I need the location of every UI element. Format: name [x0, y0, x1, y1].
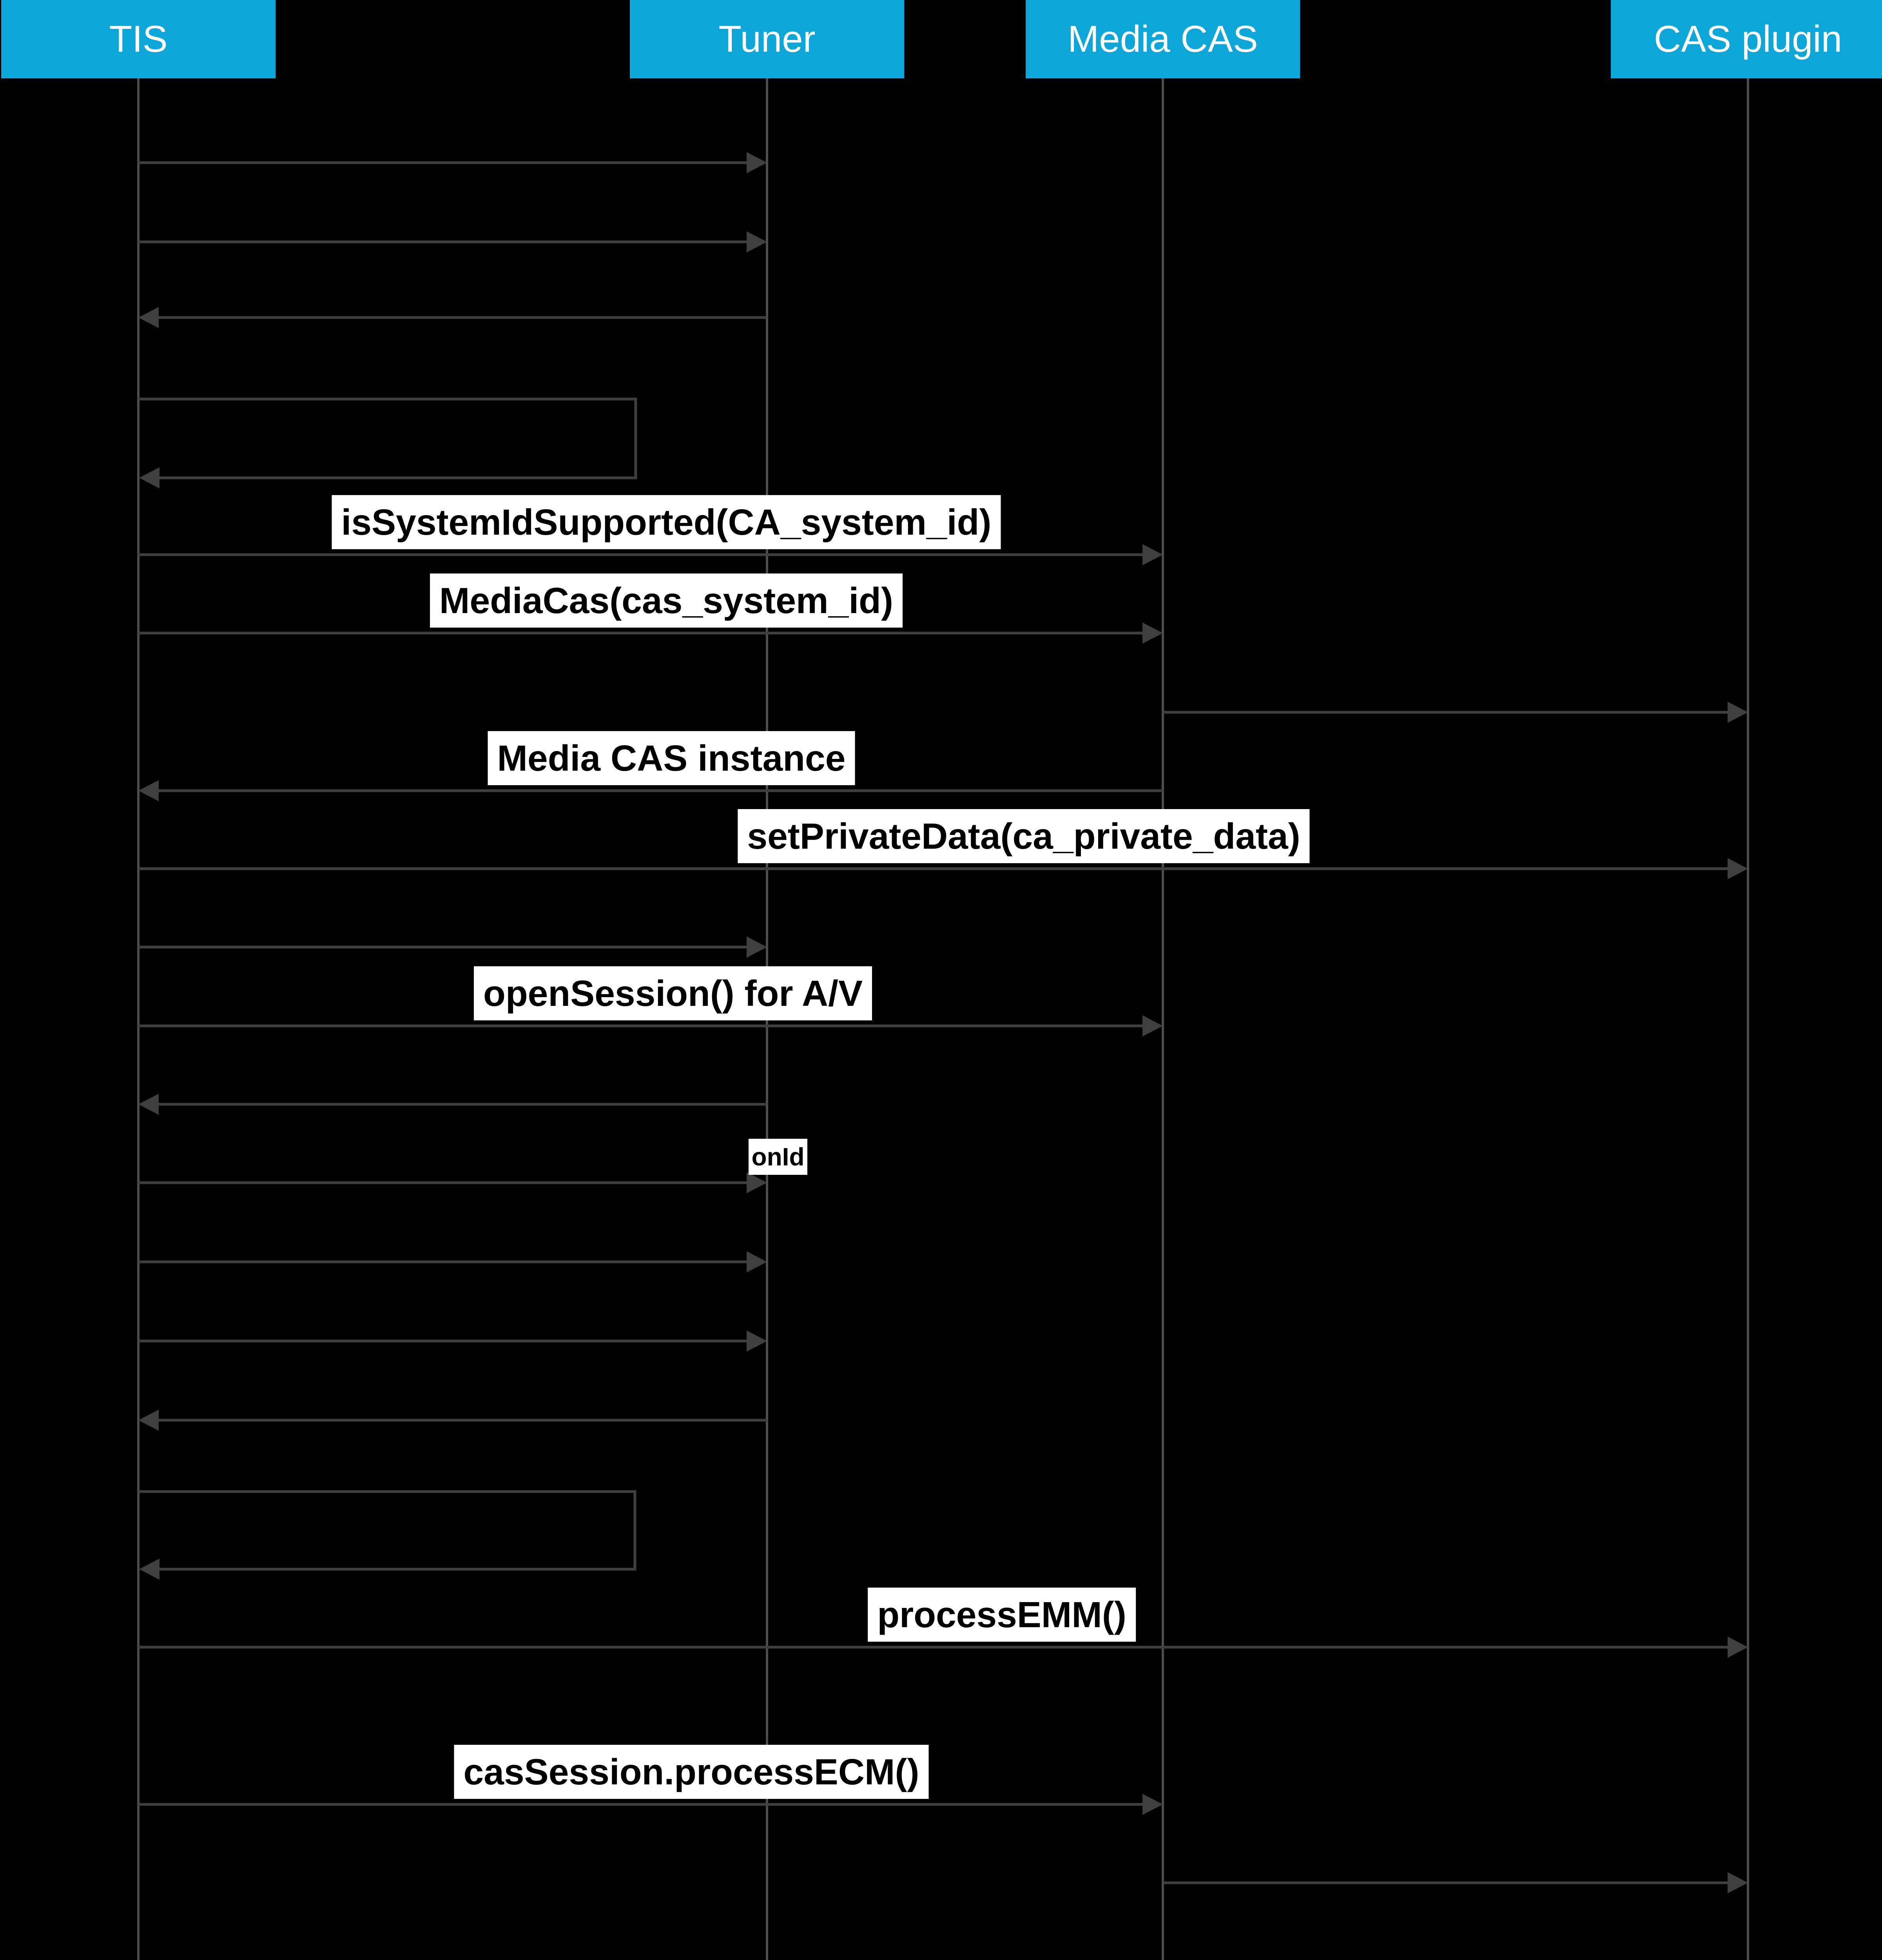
message-label: casSession.processECM(): [454, 1745, 929, 1799]
message-arrowhead-1: [747, 231, 767, 252]
message-label: processEMM(): [868, 1588, 1136, 1642]
message-arrowhead-4: [1142, 622, 1163, 644]
message-arrowhead-11: [747, 1172, 767, 1193]
lifeline-header-top-0: TIS: [1, 0, 276, 78]
message-arrowhead-5: [1728, 702, 1748, 723]
message-label: Media CAS instance: [488, 731, 855, 785]
self-message-arrow-1: [138, 1490, 636, 1571]
message-arrowhead-14: [138, 1410, 159, 1431]
message-label: MediaCas(cas_system_id): [430, 573, 903, 628]
self-message-arrowhead-0: [139, 467, 160, 488]
message-arrowhead-16: [1142, 1794, 1163, 1815]
message-label: setPrivateData(ca_private_data): [738, 809, 1310, 863]
lifeline-header-top-2: Media CAS: [1026, 0, 1300, 78]
message-arrowhead-13: [747, 1330, 767, 1352]
message-arrowhead-10: [138, 1094, 159, 1115]
lifeline-header-top-1: Tuner: [630, 0, 904, 78]
message-label: openSession() for A/V: [474, 966, 872, 1020]
floating-label-fragment: onId: [749, 1139, 807, 1175]
message-arrowhead-2: [138, 307, 159, 328]
message-arrowhead-17: [1728, 1872, 1748, 1893]
message-arrowhead-9: [1142, 1015, 1163, 1036]
self-message-arrow-0: [138, 397, 637, 479]
message-label: isSystemIdSupported(CA_system_id): [332, 495, 1001, 549]
message-arrowhead-6: [138, 780, 159, 801]
message-arrowhead-15: [1728, 1637, 1748, 1658]
message-arrowhead-0: [747, 152, 767, 173]
message-arrowhead-3: [1142, 544, 1163, 565]
message-arrowhead-8: [747, 936, 767, 958]
message-arrowhead-12: [747, 1251, 767, 1272]
message-arrowhead-7: [1728, 858, 1748, 879]
lifeline-header-top-3: CAS plugin: [1611, 0, 1882, 78]
self-message-arrowhead-1: [139, 1559, 160, 1580]
